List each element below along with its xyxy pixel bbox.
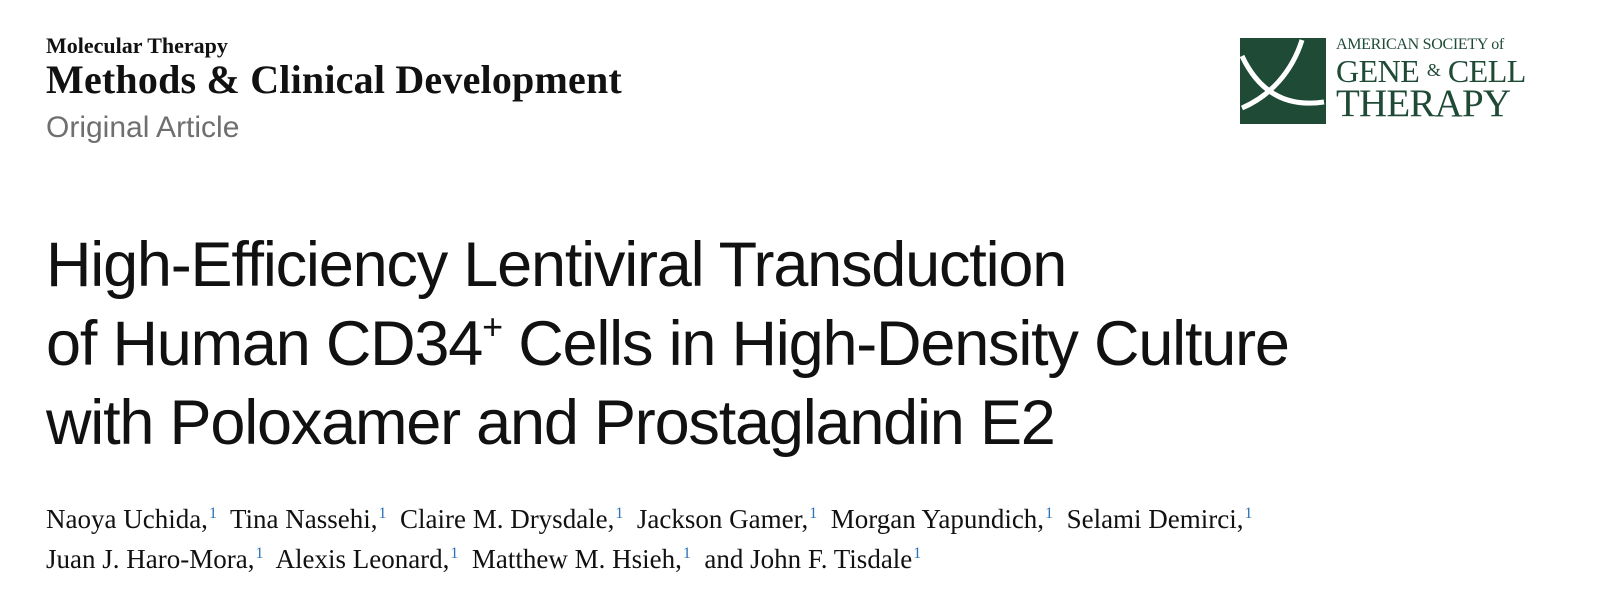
author: Matthew M. Hsieh,1: [472, 544, 691, 574]
logo-word-gene: GENE: [1336, 53, 1420, 89]
author-name: Juan J. Haro-Mora,: [46, 544, 255, 574]
title-superscript: +: [482, 306, 503, 347]
affiliation-link[interactable]: 1: [450, 545, 459, 562]
journal-name: Methods & Clinical Development: [46, 57, 622, 102]
author-name: Alexis Leonard,: [275, 544, 450, 574]
author: Juan J. Haro-Mora,1: [46, 544, 263, 574]
logo-line2: GENE & CELL: [1336, 54, 1526, 87]
author-name: and John F. Tisdale: [704, 544, 913, 574]
logo-line1: AMERICAN SOCIETY of: [1336, 36, 1504, 53]
affiliation-link[interactable]: 1: [378, 505, 387, 522]
author-name: Naoya Uchida,: [46, 504, 208, 534]
title-line2-post: Cells in High-Density Culture: [501, 309, 1290, 379]
journal-series: Molecular Therapy: [46, 33, 228, 58]
author-name: Morgan Yapundich,: [830, 504, 1045, 534]
article-title: High-Efficiency Lentiviral Transduction …: [46, 226, 1546, 463]
author: Claire M. Drysdale,1: [400, 504, 623, 534]
affiliation-link[interactable]: 1: [255, 545, 264, 562]
journal-header: Molecular Therapy Methods & Clinical Dev…: [46, 33, 622, 145]
author: Naoya Uchida,1: [46, 504, 217, 534]
asgct-logo-mark-icon: [1240, 38, 1326, 124]
author-name: Matthew M. Hsieh,: [471, 544, 682, 574]
affiliation-link[interactable]: 1: [1244, 505, 1253, 522]
author: Alexis Leonard,1: [275, 544, 458, 574]
author: Morgan Yapundich,1: [831, 504, 1053, 534]
author-name: Selami Demirci,: [1066, 504, 1244, 534]
author: Jackson Gamer,1: [637, 504, 817, 534]
asgct-logo: AMERICAN SOCIETY of GENE & CELL THERAPY: [1240, 36, 1560, 128]
affiliation-link[interactable]: 1: [1045, 505, 1054, 522]
affiliation-link[interactable]: 1: [913, 545, 922, 562]
article-type: Original Article: [46, 111, 240, 144]
asgct-logo-text: AMERICAN SOCIETY of GENE & CELL THERAPY: [1336, 36, 1526, 125]
logo-word-cell: CELL: [1447, 53, 1526, 89]
logo-ampersand: &: [1426, 60, 1441, 80]
affiliation-link[interactable]: 1: [809, 505, 818, 522]
author-name: Claire M. Drysdale,: [399, 504, 615, 534]
title-line3: with Poloxamer and Prostaglandin E2: [46, 388, 1056, 458]
author: Tina Nassehi,1: [230, 504, 387, 534]
title-line1: High-Efficiency Lentiviral Transduction: [46, 230, 1067, 300]
author: and John F. Tisdale1: [704, 544, 921, 574]
affiliation-link[interactable]: 1: [615, 505, 624, 522]
author-name: Tina Nassehi,: [229, 504, 378, 534]
title-line2-pre: of Human CD34: [46, 309, 483, 379]
author: Selami Demirci,1: [1067, 504, 1253, 534]
logo-line3: THERAPY: [1336, 82, 1511, 125]
affiliation-link[interactable]: 1: [682, 545, 691, 562]
author-list: Naoya Uchida,1 Tina Nassehi,1 Claire M. …: [46, 499, 1566, 579]
affiliation-link[interactable]: 1: [208, 505, 217, 522]
author-name: Jackson Gamer,: [636, 504, 809, 534]
